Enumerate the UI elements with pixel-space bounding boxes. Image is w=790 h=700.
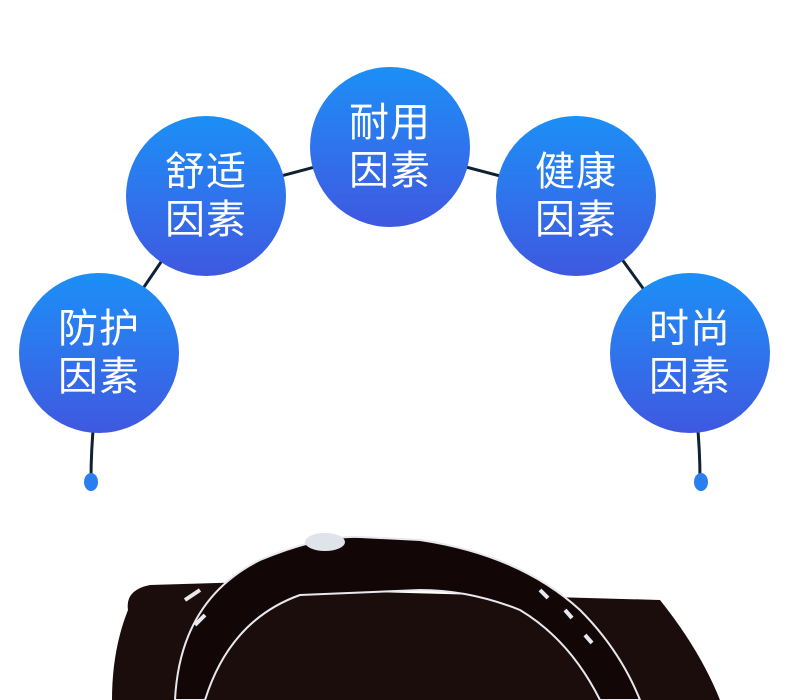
factor-label: 健康 xyxy=(535,149,617,195)
factor-label: 因素 xyxy=(649,354,731,400)
factor-health: 健康 因素 xyxy=(496,116,656,276)
factor-fashion: 时尚 因素 xyxy=(610,273,770,433)
factor-label: 因素 xyxy=(349,148,431,194)
left-dot xyxy=(84,473,98,491)
factor-label: 防护 xyxy=(58,306,140,352)
factor-label: 因素 xyxy=(58,354,140,400)
helmet-image xyxy=(112,533,720,700)
factor-label: 舒适 xyxy=(165,149,247,195)
factor-comfort: 舒适 因素 xyxy=(126,116,286,276)
factor-protection: 防护 因素 xyxy=(19,273,179,433)
factor-durability: 耐用 因素 xyxy=(310,67,470,227)
factor-label: 因素 xyxy=(165,197,247,243)
factor-label: 耐用 xyxy=(349,100,431,146)
factor-label: 时尚 xyxy=(649,306,731,352)
factor-label: 因素 xyxy=(535,197,617,243)
right-dot xyxy=(694,473,708,491)
